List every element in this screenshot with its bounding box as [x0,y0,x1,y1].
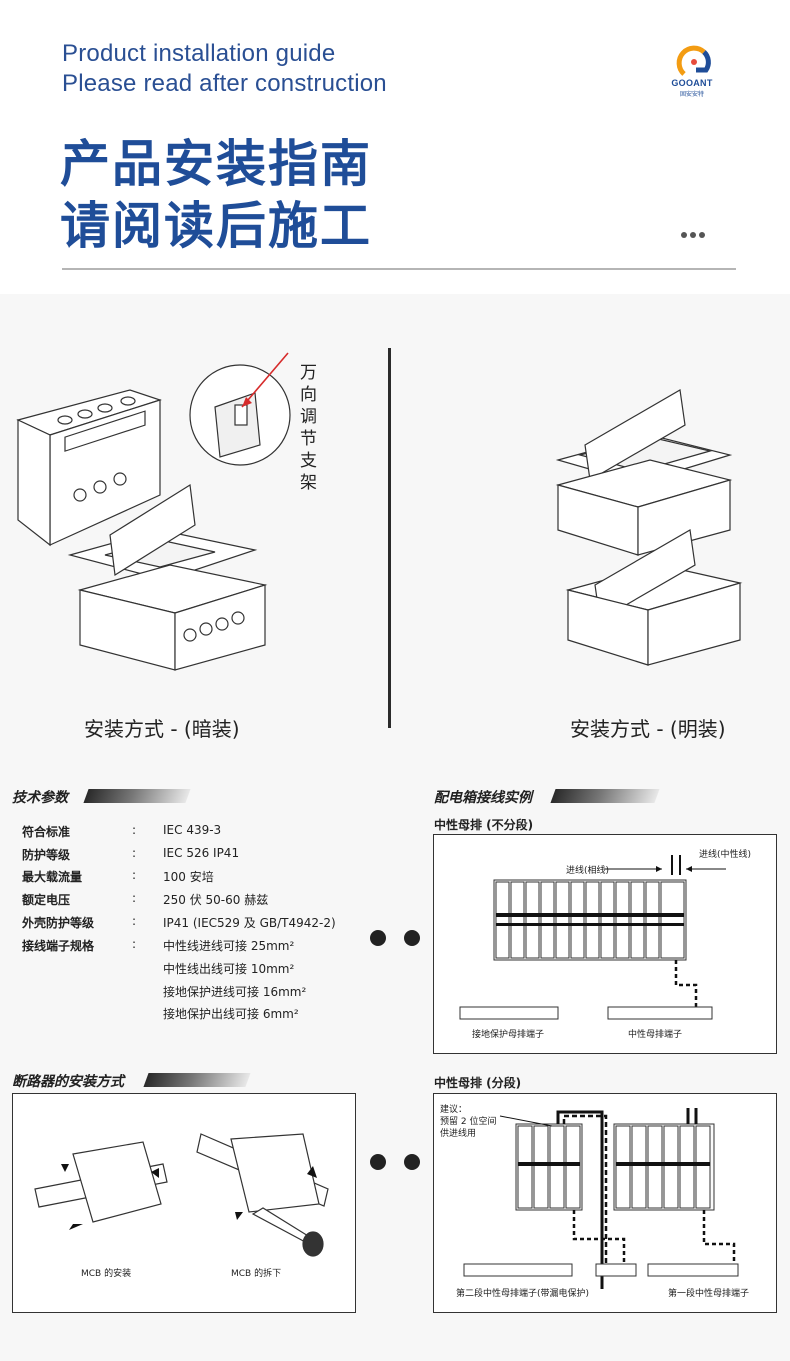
second-segment-terminal-label: 第二段中性母排端子(带漏电保护) [456,1289,590,1299]
first-segment-terminal-label: 第一段中性母排端子 [668,1289,750,1299]
unsegmented-title: 中性母排 (不分段) [434,818,534,832]
surface-install-illustration [555,389,743,666]
bracket-label: 万向调节支架 [300,363,317,493]
wiring-title: 配电箱接线实例 [434,790,532,806]
brand-logo [664,44,724,98]
chinese-title-line-2: 请阅读后施工 [60,197,372,255]
segmented-title: 中性母排 (分段) [434,1076,522,1090]
header-divider [62,268,736,270]
brand-logo-text: GOOANT [671,78,713,88]
wiring-title-bar [550,789,660,803]
brand-logo-subtext: 固安安特 [679,92,704,98]
tech-params-title: 技术参数 [12,790,68,806]
mcb-title: 断路器的安装方式 [12,1074,124,1090]
mcb-diagram: MCB 的安装 MCB 的拆下 [12,1093,356,1313]
surface-install-label: 安装方式 - (明装) [570,717,726,741]
concealed-install-illustration [16,352,291,671]
bullet-dot-icon [370,1154,386,1170]
mcb-install-caption: MCB 的安装 [81,1269,132,1279]
bullet-dot-icon [404,930,420,946]
chinese-title-line-1: 产品安装指南 [60,135,372,193]
unsegmented-wiring-svg [459,855,726,1020]
brand-logo-icon [676,45,711,76]
mcb-remove-caption: MCB 的拆下 [231,1269,282,1279]
vertical-divider [388,348,391,728]
bullet-dot-icon [404,1154,420,1170]
tech-params-title-bar [83,789,191,803]
neutral-in-label: 进线(中性线) [699,850,752,860]
segmented-wiring-svg [463,1108,739,1289]
english-title-line-2: Please read after construction [62,70,387,97]
english-title-line-1: Product installation guide [62,40,336,67]
bullet-dot-icon [370,930,386,946]
unsegmented-diagram: 进线(相线) 进线(中性线) 接地保护母排端子 中性母排端子 [433,834,777,1054]
phase-in-label: 进线(相线) [566,866,610,876]
neutral-terminal-label: 中性母排端子 [628,1030,683,1040]
mcb-title-bar [143,1073,251,1087]
ground-terminal-label: 接地保护母排端子 [472,1030,545,1040]
space-note: 建议： 预留 2 位空间 供进线用 [440,1105,497,1139]
segmented-diagram: 建议： 预留 2 位空间 供进线用 第二段中性母排端子(带漏电保护) 第一段中性… [433,1093,777,1313]
concealed-install-label: 安装方式 - (暗装) [84,717,240,741]
mcb-install-svg [34,1133,329,1257]
more-dots-icon [681,225,708,243]
